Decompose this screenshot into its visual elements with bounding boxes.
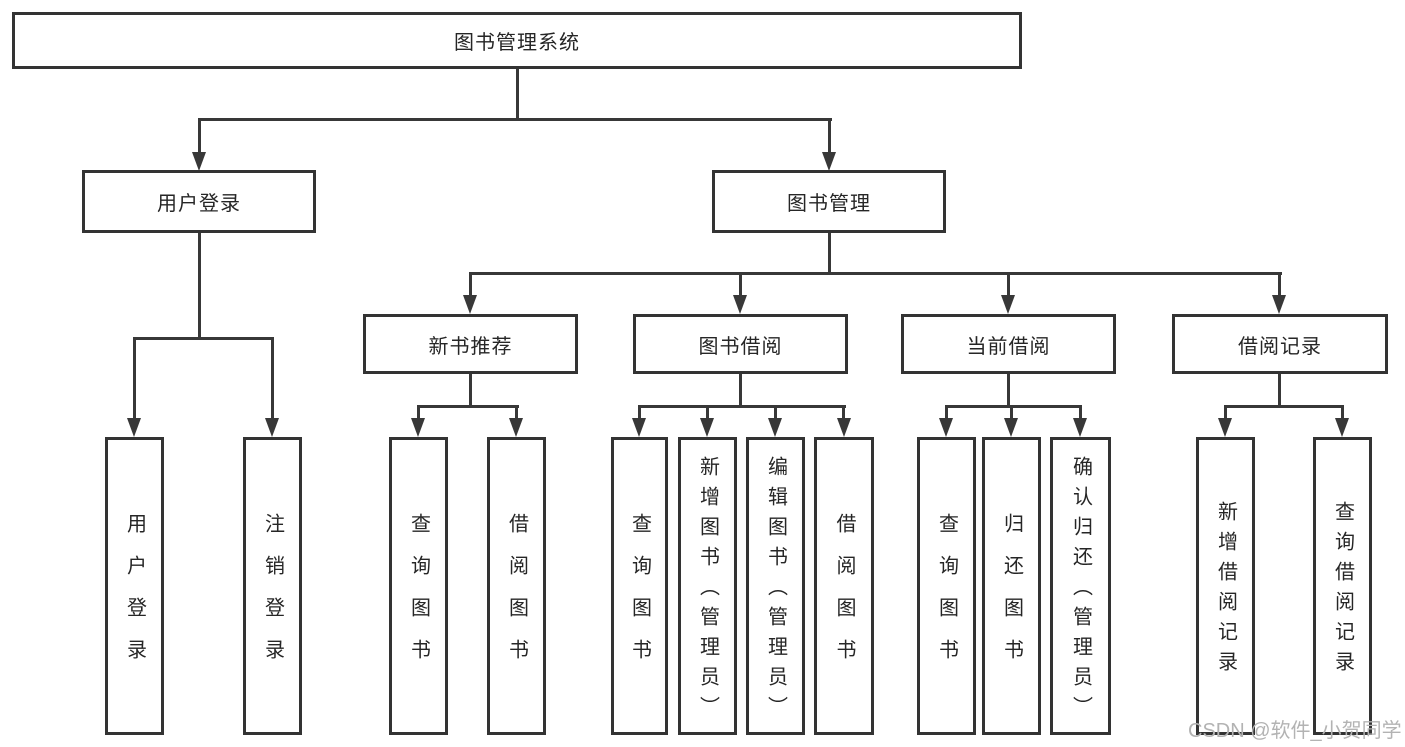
arrow-down-icon — [463, 295, 477, 314]
node-return-books: 归还图书 — [982, 437, 1041, 735]
connector-book-mgmt-drop — [828, 118, 831, 153]
connector-user-login-stem — [198, 233, 201, 337]
node-borrow-books-recommend-label: 借阅图书 — [505, 513, 528, 681]
connector-drop — [706, 405, 709, 419]
node-book-borrowing-label: 图书借阅 — [698, 335, 783, 358]
arrow-down-icon — [939, 418, 953, 437]
node-add-borrow-record-label: 新增借阅记录 — [1214, 501, 1237, 681]
connector-drop — [515, 405, 518, 419]
arrow-down-icon — [700, 418, 714, 437]
connector-level2-rail — [469, 272, 1282, 275]
node-login: 用户登录 — [105, 437, 164, 735]
node-confirm-return-admin-label: 确认归还（管理员） — [1069, 456, 1092, 726]
connector-user-login-drop — [198, 118, 201, 153]
connector-newbook-rail — [417, 405, 519, 408]
connector-root-stem — [516, 69, 519, 118]
node-borrowing-records-label: 借阅记录 — [1238, 335, 1322, 358]
arrow-down-icon — [1073, 418, 1087, 437]
csdn-watermark: CSDN @软件_小贺同学 — [1188, 720, 1402, 742]
connector-borrowing-stem — [739, 374, 742, 405]
connector-user-login-rail — [133, 337, 274, 340]
node-return-books-label: 归还图书 — [1000, 513, 1023, 681]
node-borrow-books: 借阅图书 — [814, 437, 874, 735]
connector-drop — [417, 405, 420, 419]
connector-drop — [1224, 405, 1227, 419]
connector-records-stem — [1278, 374, 1281, 405]
connector-drop — [1079, 405, 1082, 419]
node-book-borrowing: 图书借阅 — [633, 314, 848, 374]
node-add-book-admin: 新增图书（管理员） — [678, 437, 737, 735]
connector-drop — [945, 405, 948, 419]
arrow-down-icon — [192, 152, 206, 171]
node-query-books-current: 查询图书 — [917, 437, 976, 735]
node-borrow-books-recommend: 借阅图书 — [487, 437, 546, 735]
node-confirm-return-admin: 确认归还（管理员） — [1050, 437, 1111, 735]
node-logout: 注销登录 — [243, 437, 302, 735]
arrow-down-icon — [1272, 295, 1286, 314]
node-query-borrow-record: 查询借阅记录 — [1313, 437, 1372, 735]
connector-level1-rail — [198, 118, 832, 121]
node-borrowing-records: 借阅记录 — [1172, 314, 1388, 374]
arrow-down-icon — [1004, 418, 1018, 437]
connector-newbook-stem — [469, 374, 472, 405]
connector-borrowing-drop — [739, 272, 742, 296]
arrow-down-icon — [632, 418, 646, 437]
connector-current-stem — [1007, 374, 1010, 405]
connector-borrowing-rail — [638, 405, 846, 408]
connector-records-drop — [1278, 272, 1281, 296]
node-query-borrow-record-label: 查询借阅记录 — [1331, 501, 1354, 681]
connector-drop — [774, 405, 777, 419]
node-borrow-books-label: 借阅图书 — [833, 513, 855, 681]
node-edit-book-admin: 编辑图书（管理员） — [746, 437, 805, 735]
connector-drop — [1010, 405, 1013, 419]
node-root-label: 图书管理系统 — [454, 32, 580, 54]
connector-book-mgmt-stem — [828, 233, 831, 274]
arrow-down-icon — [733, 295, 747, 314]
node-edit-book-admin-label: 编辑图书（管理员） — [764, 456, 787, 726]
arrow-down-icon — [822, 152, 836, 171]
node-user-login: 用户登录 — [82, 170, 316, 233]
node-add-borrow-record: 新增借阅记录 — [1196, 437, 1255, 735]
arrow-down-icon — [1001, 295, 1015, 314]
connector-current-rail — [945, 405, 1082, 408]
arrow-down-icon — [768, 418, 782, 437]
node-query-books-borrowing-label: 查询图书 — [628, 513, 651, 681]
arrow-down-icon — [411, 418, 425, 437]
arrow-down-icon — [127, 418, 141, 437]
arrow-down-icon — [509, 418, 523, 437]
connector-logout-drop — [271, 337, 274, 418]
node-book-management-label: 图书管理 — [787, 193, 871, 215]
arrow-down-icon — [265, 418, 279, 437]
connector-login-drop — [133, 337, 136, 418]
node-query-books-recommend: 查询图书 — [389, 437, 448, 735]
node-login-label: 用户登录 — [123, 513, 146, 681]
node-current-borrowing: 当前借阅 — [901, 314, 1116, 374]
node-add-book-admin-label: 新增图书（管理员） — [696, 456, 719, 726]
connector-drop — [1341, 405, 1344, 419]
node-book-management: 图书管理 — [712, 170, 946, 233]
node-root: 图书管理系统 — [12, 12, 1022, 69]
node-new-book-recommendation-label: 新书推荐 — [428, 335, 513, 358]
connector-records-rail — [1224, 405, 1344, 408]
connector-newbook-drop — [469, 272, 472, 296]
node-query-books-borrowing: 查询图书 — [611, 437, 668, 735]
connector-drop — [638, 405, 641, 419]
node-logout-label: 注销登录 — [261, 513, 284, 681]
node-query-books-recommend-label: 查询图书 — [407, 513, 430, 681]
arrow-down-icon — [1335, 418, 1349, 437]
node-new-book-recommendation: 新书推荐 — [363, 314, 578, 374]
arrow-down-icon — [837, 418, 851, 437]
node-user-login-label: 用户登录 — [157, 193, 241, 215]
connector-drop — [842, 405, 845, 419]
node-query-books-current-label: 查询图书 — [935, 513, 958, 681]
node-current-borrowing-label: 当前借阅 — [966, 335, 1051, 358]
arrow-down-icon — [1218, 418, 1232, 437]
connector-current-drop — [1007, 272, 1010, 296]
